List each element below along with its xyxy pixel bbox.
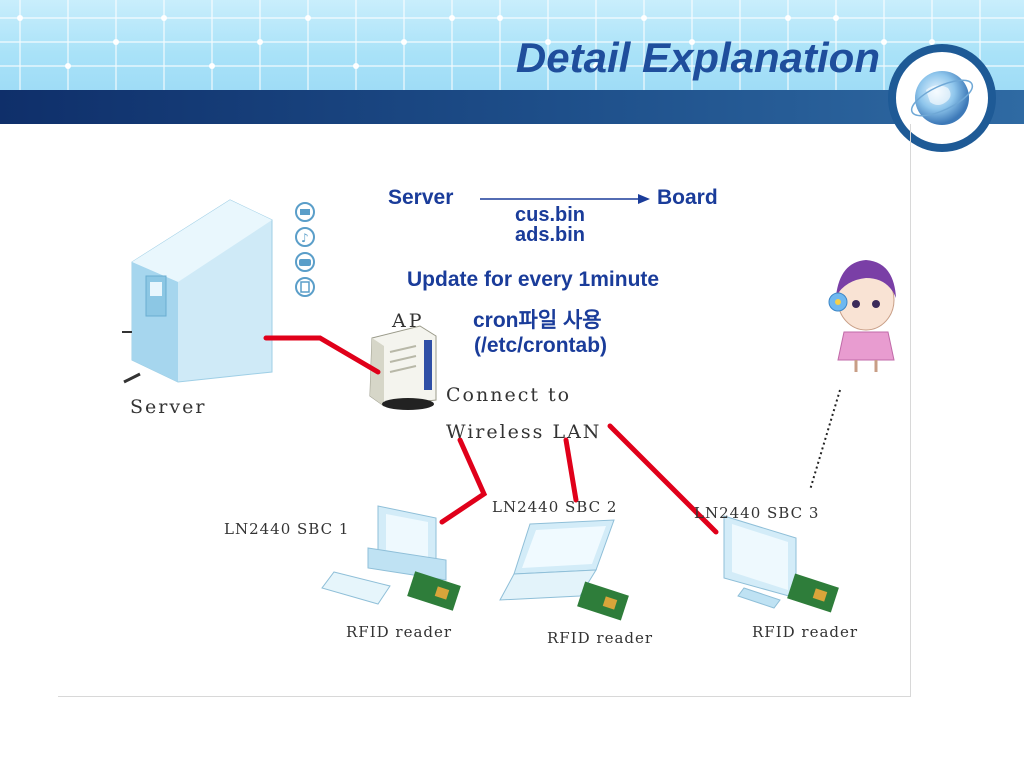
flow-arrow <box>480 194 650 204</box>
globe-icon <box>910 71 974 125</box>
desktop-pc-icon <box>321 505 461 611</box>
wired-links <box>263 335 719 535</box>
crontab-path: (/etc/crontab) <box>474 334 608 357</box>
laptop-icon <box>499 519 629 621</box>
rfid-reader-3-label: RFID reader <box>752 623 859 641</box>
sbc3-label: LN2440 SBC 3 <box>694 504 820 522</box>
globe-badge <box>888 44 996 152</box>
ap-sbc3-link <box>607 423 719 535</box>
server-ap-link <box>263 335 381 375</box>
connect-label: Connect to <box>446 384 572 406</box>
monitor-icon <box>723 515 839 613</box>
content-frame <box>58 124 911 697</box>
title-bar <box>0 90 1024 124</box>
header-band <box>0 0 1024 90</box>
media-icons: ♪ <box>295 202 315 297</box>
server-icon <box>122 199 273 384</box>
wireless-lan-label: Wireless LAN <box>446 421 602 443</box>
sbc2-label: LN2440 SBC 2 <box>492 498 618 516</box>
user-girl-icon <box>828 260 896 372</box>
cron-note: cron파일 사용 <box>473 309 602 332</box>
ap-label: AP <box>392 310 425 332</box>
svg-text:♪: ♪ <box>301 231 309 245</box>
update-note: Update for every 1minute <box>407 268 660 291</box>
user-link <box>809 389 841 491</box>
flow-from-label: Server <box>388 186 454 209</box>
ap-icon <box>369 325 437 410</box>
ap-sbc2-link <box>563 437 579 503</box>
sbc1-label: LN2440 SBC 1 <box>224 520 350 538</box>
file-cus-bin: cus.bin <box>515 204 586 226</box>
rfid-reader-2-label: RFID reader <box>547 629 654 647</box>
flow-to-label: Board <box>657 186 718 209</box>
server-label: Server <box>130 396 207 418</box>
page-title: Detail Explanation <box>515 34 880 81</box>
ap-sbc1-link <box>439 437 488 525</box>
rfid-reader-1-label: RFID reader <box>346 623 453 641</box>
circuit-pattern <box>0 0 1024 90</box>
file-ads-bin: ads.bin <box>515 224 586 246</box>
